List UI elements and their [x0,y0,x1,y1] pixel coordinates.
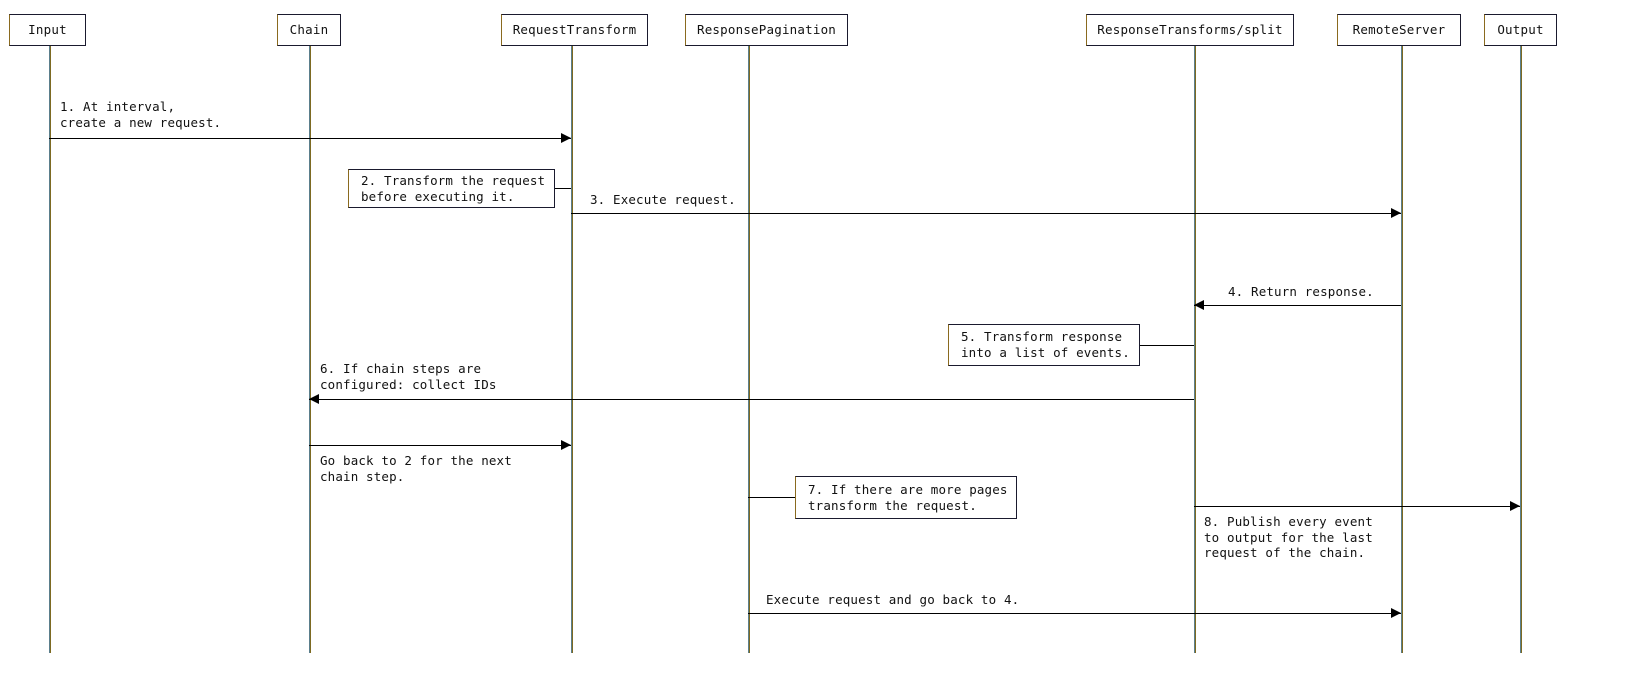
participant-remote_server[interactable]: RemoteServer [1337,14,1461,46]
note-connector-n5 [1140,345,1194,346]
participant-chain[interactable]: Chain [277,14,341,46]
lifeline-response_transforms [1194,46,1196,653]
message-line-m1 [49,138,571,139]
arrowhead-m4 [1194,300,1204,310]
participant-request_transform[interactable]: RequestTransform [501,14,648,46]
lifeline-remote_server [1401,46,1403,653]
message-label-m6: 6. If chain steps are configured: collec… [320,361,497,392]
note-connector-n2 [555,188,571,189]
arrowhead-m3 [1391,208,1401,218]
message-label-m4: 4. Return response. [1228,284,1374,299]
note-text: 2. Transform the request before executin… [361,172,546,204]
message-label-m_exec_again: Execute request and go back to 4. [766,592,1020,607]
arrowhead-m6 [309,394,319,404]
note-text: 7. If there are more pages transform the… [808,481,1008,513]
note-text: 5. Transform response into a list of eve… [961,329,1130,360]
lifeline-output [1520,46,1522,653]
participant-label: Chain [289,21,329,37]
participant-input[interactable]: Input [9,14,86,46]
note-box-n5: 5. Transform response into a list of eve… [948,324,1140,366]
message-line-m4 [1194,305,1401,306]
message-line-m_exec_again [748,613,1401,614]
lifeline-input [49,46,51,653]
participant-output[interactable]: Output [1484,14,1557,46]
arrowhead-m_exec_again [1391,608,1401,618]
note-box-n2: 2. Transform the request before executin… [348,169,555,208]
participant-response_pagination[interactable]: ResponsePagination [685,14,848,46]
participant-label: Output [1497,21,1544,37]
arrowhead-m_goback [561,440,571,450]
note-box-n7: 7. If there are more pages transform the… [795,476,1017,519]
note-connector-n7 [748,497,795,498]
lifeline-response_pagination [748,46,750,653]
message-line-m8 [1194,506,1520,507]
arrowhead-m1 [561,133,571,143]
participant-response_transforms[interactable]: ResponseTransforms/split [1086,14,1294,46]
participant-label: Input [28,21,67,37]
message-label-m8: 8. Publish every event to output for the… [1204,514,1373,561]
arrowhead-m8 [1510,501,1520,511]
message-label-m1: 1. At interval, create a new request. [60,99,222,130]
participant-label: RemoteServer [1352,21,1446,37]
participant-label: RequestTransform [512,21,637,37]
participant-label: ResponseTransforms/split [1097,21,1283,37]
lifeline-request_transform [571,46,573,653]
message-label-m_goback: Go back to 2 for the next chain step. [320,453,512,484]
message-label-m3: 3. Execute request. [590,192,736,207]
message-line-m3 [571,213,1401,214]
message-line-m6 [309,399,1194,400]
message-line-m_goback [309,445,571,446]
lifeline-chain [309,46,311,653]
participant-label: ResponsePagination [696,21,837,37]
